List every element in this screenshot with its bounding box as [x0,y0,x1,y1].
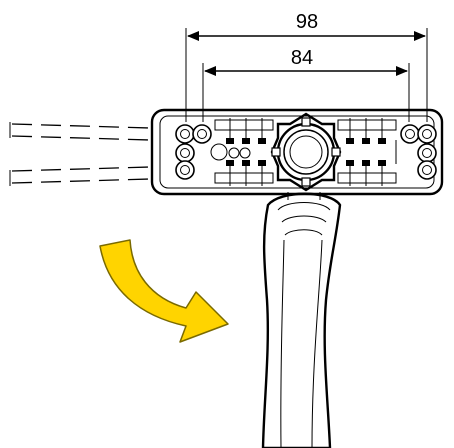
dimension-outer-label: 98 [296,11,318,33]
dimension-inner: 84 [202,47,410,122]
right-ribs [337,118,397,186]
dashed-swing-path [9,122,151,186]
mount-plate [150,108,444,196]
dimension-outer: 98 [185,11,428,122]
plate-outline [150,108,444,196]
mount-arm [261,192,342,448]
left-ribs [214,118,274,186]
central-hub [270,112,342,192]
curved-arrow-icon [99,239,229,343]
left-hole-cluster [175,124,251,180]
right-hole-cluster [400,124,437,180]
dimension-inner-label: 84 [291,47,313,69]
